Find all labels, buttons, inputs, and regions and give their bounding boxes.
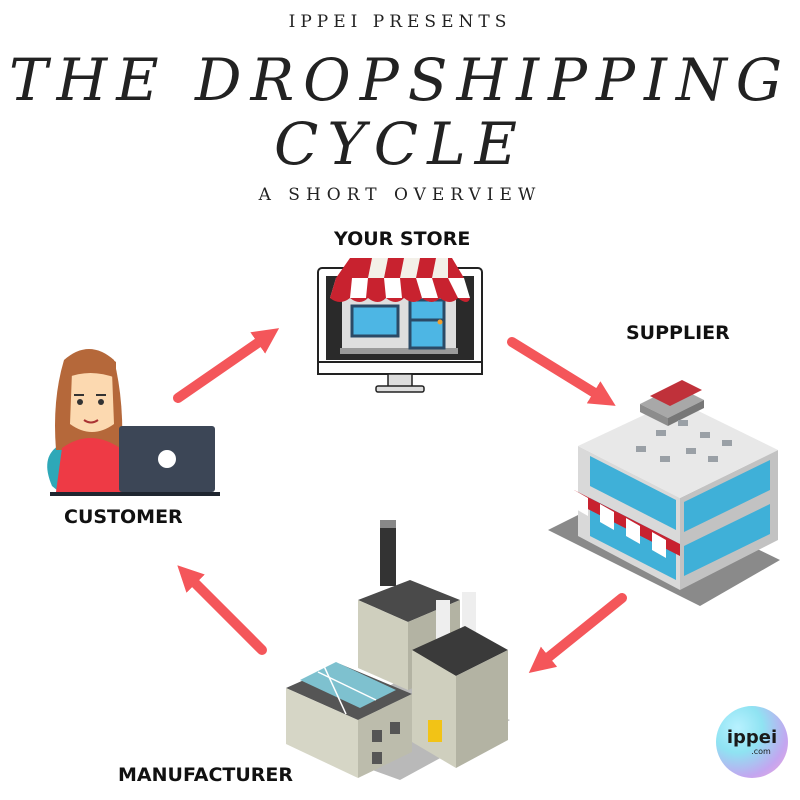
brand-domain: .com [751, 746, 771, 756]
title-line-2: CYCLE [274, 110, 526, 178]
arrow-manufacturer-to-customer [177, 565, 267, 655]
customer-laptop-icon [47, 349, 220, 496]
node-label-customer: CUSTOMER [64, 506, 183, 528]
storefront-monitor-icon [317, 258, 483, 393]
factory-icon [286, 520, 510, 780]
brand-logo: ippei .com [716, 706, 788, 778]
node-label-store: YOUR STORE [334, 228, 471, 250]
node-label-manufacturer: MANUFACTURER [118, 764, 294, 786]
title-line-1: THE DROPSHIPPING [8, 46, 792, 114]
supplier-building-icon [548, 380, 780, 606]
arrow-customer-to-store [173, 328, 280, 403]
arrow-supplier-to-manufacturer [528, 593, 627, 674]
subtitle: A SHORT OVERVIEW [258, 185, 542, 205]
presenter-line: IPPEI PRESENTS [288, 12, 512, 32]
brand-name: ippei [726, 726, 778, 748]
arrow-store-to-supplier [507, 337, 616, 406]
node-label-supplier: SUPPLIER [626, 322, 730, 344]
